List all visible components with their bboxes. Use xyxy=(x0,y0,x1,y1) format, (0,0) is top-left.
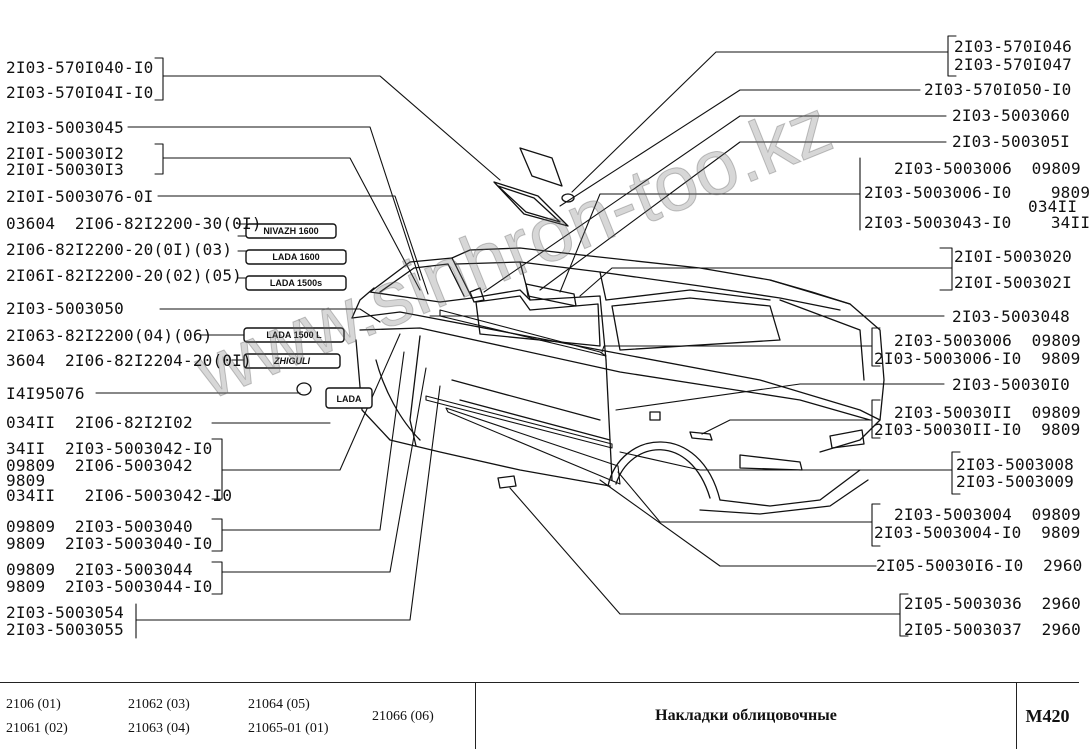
part-number: 2I03-50030I0 xyxy=(952,375,1070,394)
part-number: 2I06-82I2200-20(0I)(03) xyxy=(6,240,233,259)
part-number: 2I03-5003004-I0 9809 xyxy=(874,523,1081,542)
part-number: 034II 2I06-5003042-I0 xyxy=(6,486,233,505)
part-number: 2I03-5003006 09809 xyxy=(894,331,1081,350)
part-number: I4I95076 xyxy=(6,384,85,403)
part-number: 2I0I-5003020 xyxy=(954,247,1072,266)
part-number: 2I0I-5003076-0I xyxy=(6,187,154,206)
page-title: Накладки облицовочные xyxy=(475,683,1017,749)
badge-lada-small-label: LADA xyxy=(337,394,362,404)
part-number: 034II xyxy=(1028,197,1078,216)
part-number: 2I0I-50030I2 xyxy=(6,144,124,163)
car-trim-diagram: NIVAZH 1600 LADA 1600 LADA 1500s LADA 15… xyxy=(95,35,961,639)
badge-lada-small: LADA xyxy=(325,387,373,409)
part-number: 2I05-5003037 2960 xyxy=(904,620,1081,639)
part-number: 34II 2I03-5003042-I0 xyxy=(6,439,213,458)
part-number: 2I03-5003045 xyxy=(6,118,124,137)
part-number: 034II 2I06-82I2I02 xyxy=(6,413,193,432)
part-number: 2I0I-50030I3 xyxy=(6,160,124,179)
part-number: 2I03-5003006 09809 xyxy=(894,159,1081,178)
car-body-drawing xyxy=(351,247,885,515)
part-number: 2I03-5003048 xyxy=(952,307,1070,326)
model-code: 2106 (01) xyxy=(6,697,61,712)
model-code: 21065-01 (01) xyxy=(248,721,329,736)
part-number: 2I05-5003036 2960 xyxy=(904,594,1081,613)
badge-lada-1600: LADA 1600 xyxy=(245,249,347,265)
badge-lada-1500l: LADA 1500 L xyxy=(243,327,345,343)
badge-lada-1500l-label: LADA 1500 L xyxy=(266,330,322,340)
badge-zhiguli: ZHIGULI xyxy=(243,353,341,369)
part-number: 9809 2I03-5003040-I0 xyxy=(6,534,213,553)
part-number: 2I03-570I046 xyxy=(954,37,1072,56)
part-number: 3604 2I06-82I2204-20(0I) xyxy=(6,351,252,370)
part-number: 2I03-5003006-I0 9809 xyxy=(864,183,1090,202)
part-number: 2I03-5003043-I0 34II xyxy=(864,213,1090,232)
page-code: M420 xyxy=(1025,705,1070,726)
part-number: 2I03-570I040-I0 xyxy=(6,58,154,77)
part-number: 2I06I-82I2200-20(02)(05) xyxy=(6,266,242,285)
model-code: 21064 (05) xyxy=(248,697,310,712)
badge-nivazh-label: NIVAZH 1600 xyxy=(263,226,318,236)
model-code: 21063 (04) xyxy=(128,721,190,736)
footer: 2106 (01) 21061 (02) 21062 (03) 21063 (0… xyxy=(0,682,1079,749)
badge-lada-1600-label: LADA 1600 xyxy=(272,252,319,262)
part-number: 2I03-570I047 xyxy=(954,55,1072,74)
part-number: 2I03-5003055 xyxy=(6,620,124,639)
model-code: 21061 (02) xyxy=(6,721,68,736)
part-number: 2I03-570I04I-I0 xyxy=(6,83,154,102)
badge-nivazh: NIVAZH 1600 xyxy=(245,223,337,239)
exploded-parts xyxy=(296,147,713,489)
badge-lada-1500s-label: LADA 1500s xyxy=(270,278,322,288)
part-number: 09809 2I06-5003042 xyxy=(6,456,193,475)
part-number: 03604 2I06-82I2200-30(0I) xyxy=(6,214,262,233)
part-number: 2I03-50030II 09809 xyxy=(894,403,1081,422)
part-number: 9809 2I03-5003044-I0 xyxy=(6,577,213,596)
part-number: 9809 xyxy=(6,471,46,490)
part-number: 2I03-5003060 xyxy=(952,106,1070,125)
part-number: 2I03-5003054 xyxy=(6,603,124,622)
model-code: 21066 (06) xyxy=(372,709,434,724)
part-number: 2I03-50030II-I0 9809 xyxy=(874,420,1081,439)
part-number: 2I03-570I050-I0 xyxy=(924,80,1072,99)
part-number: 09809 2I03-5003044 xyxy=(6,560,193,579)
part-number: 2I05-50030I6-I0 2960 xyxy=(876,556,1083,575)
badge-lada-1500s: LADA 1500s xyxy=(245,275,347,291)
part-number: 2I03-5003006-I0 9809 xyxy=(874,349,1081,368)
part-number: 2I0I-500302I xyxy=(954,273,1072,292)
part-number: 2I063-82I2200(04)(06) xyxy=(6,326,213,345)
part-number: 09809 2I03-5003040 xyxy=(6,517,193,536)
model-code: 21062 (03) xyxy=(128,697,190,712)
part-number: 2I03-500305I xyxy=(952,132,1070,151)
part-number: 2I03-5003009 xyxy=(956,472,1074,491)
part-number: 2I03-5003008 xyxy=(956,455,1074,474)
part-number: 2I03-5003050 xyxy=(6,299,124,318)
right-leaders xyxy=(429,35,961,637)
badge-zhiguli-label: ZHIGULI xyxy=(273,356,310,366)
part-number: 2I03-5003004 09809 xyxy=(894,505,1081,524)
